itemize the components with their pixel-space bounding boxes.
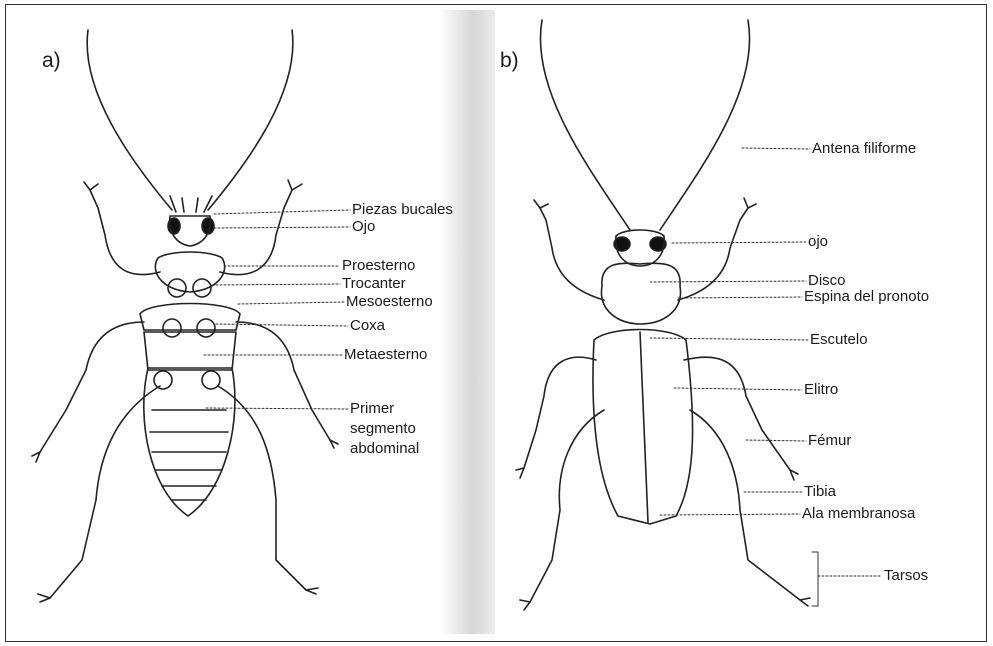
label-piezas-bucales: Piezas bucales <box>352 201 453 218</box>
label-ala-membranosa: Ala membranosa <box>802 505 915 522</box>
label-ojo-b: ojo <box>808 233 828 250</box>
label-mesoesterno: Mesoesterno <box>346 293 433 310</box>
label-metaesterno: Metaesterno <box>344 346 427 363</box>
label-tarsos: Tarsos <box>884 567 928 584</box>
label-segmento: segmento <box>350 420 416 437</box>
label-escutelo: Escutelo <box>810 331 868 348</box>
beetle-dorsal-view <box>516 20 810 610</box>
label-elitro: Elitro <box>804 381 838 398</box>
label-primer: Primer <box>350 400 394 417</box>
label-tibia: Tibia <box>804 483 836 500</box>
label-trocanter: Trocanter <box>342 275 406 292</box>
label-proesterno: Proesterno <box>342 257 415 274</box>
label-antena-filiforme: Antena filiforme <box>812 140 916 157</box>
label-abdominal: abdominal <box>350 440 419 457</box>
panel-b-letter: b) <box>500 52 519 69</box>
label-ojo-a: Ojo <box>352 218 375 235</box>
label-disco: Disco <box>808 272 846 289</box>
label-femur: Fémur <box>808 432 851 449</box>
label-coxa: Coxa <box>350 317 385 334</box>
panel-a-letter: a) <box>42 52 61 69</box>
label-espina-del-pronoto: Espina del pronoto <box>804 288 929 305</box>
tarsos-bracket <box>812 552 818 606</box>
beetle-ventral-view <box>32 30 338 602</box>
